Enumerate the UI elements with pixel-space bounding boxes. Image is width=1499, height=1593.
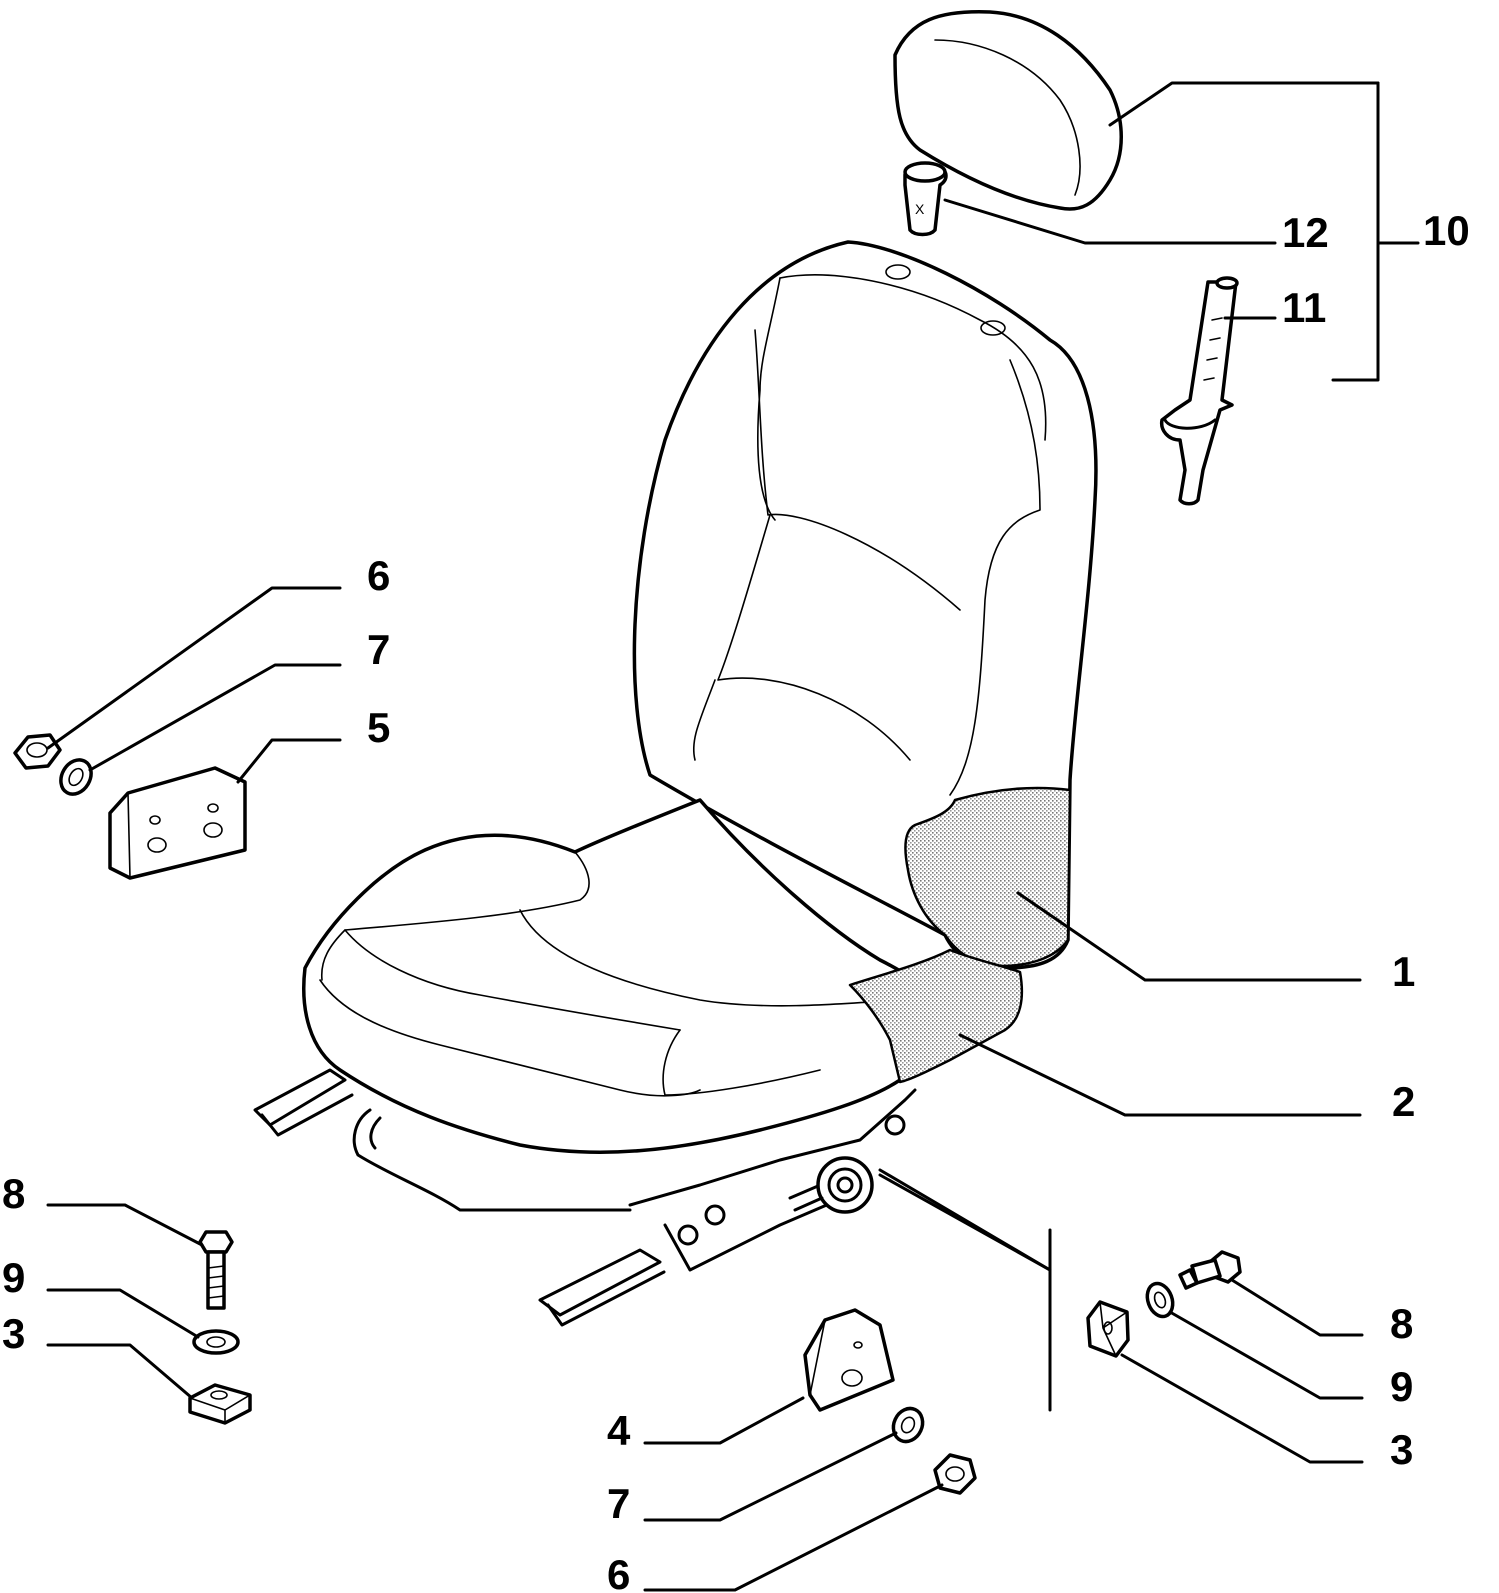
square-nut-right (1086, 1300, 1130, 1358)
callout-3-left: 3 (2, 1310, 25, 1357)
washer-left (192, 1329, 240, 1355)
callout-6-top: 6 (367, 552, 390, 599)
washer-right (1145, 1281, 1175, 1319)
mounting-plate-left (108, 766, 247, 880)
square-nut-left (188, 1383, 252, 1425)
callout-7-top: 7 (367, 626, 390, 673)
cushion-cover-shaded (848, 948, 1024, 1084)
callout-9-right: 9 (1390, 1363, 1413, 1410)
callout-9-left: 9 (2, 1254, 25, 1301)
seat-frame (253, 1068, 1052, 1412)
callout-8-right: 8 (1390, 1300, 1413, 1347)
callout-11: 11 (1282, 284, 1326, 331)
callout-6-bottom: 6 (607, 1551, 630, 1593)
guide-x-mark: X (915, 201, 925, 217)
callout-2: 2 (1392, 1078, 1415, 1125)
callout-1: 1 (1392, 948, 1415, 995)
leader-lines (46, 81, 1420, 1592)
bolt-left (198, 1230, 234, 1310)
bolt-right (1178, 1250, 1242, 1290)
guide-bushing: X (903, 161, 948, 237)
washer-bottom (891, 1406, 925, 1444)
callout-3-right: 3 (1390, 1426, 1413, 1473)
callout-10: 10 (1423, 207, 1470, 254)
backrest-cover-shaded (904, 786, 1072, 968)
headrest-rod (1159, 276, 1239, 506)
callout-7-bottom: 7 (607, 1480, 630, 1527)
headrest (893, 10, 1123, 211)
callout-4: 4 (607, 1407, 631, 1454)
mounting-plate-center (803, 1308, 895, 1412)
callout-12: 12 (1282, 209, 1329, 256)
washer-top-left (59, 758, 93, 796)
callout-5: 5 (367, 704, 390, 751)
nut-top-left (13, 733, 62, 770)
nut-bottom (933, 1453, 977, 1495)
callout-8-left: 8 (2, 1170, 25, 1217)
